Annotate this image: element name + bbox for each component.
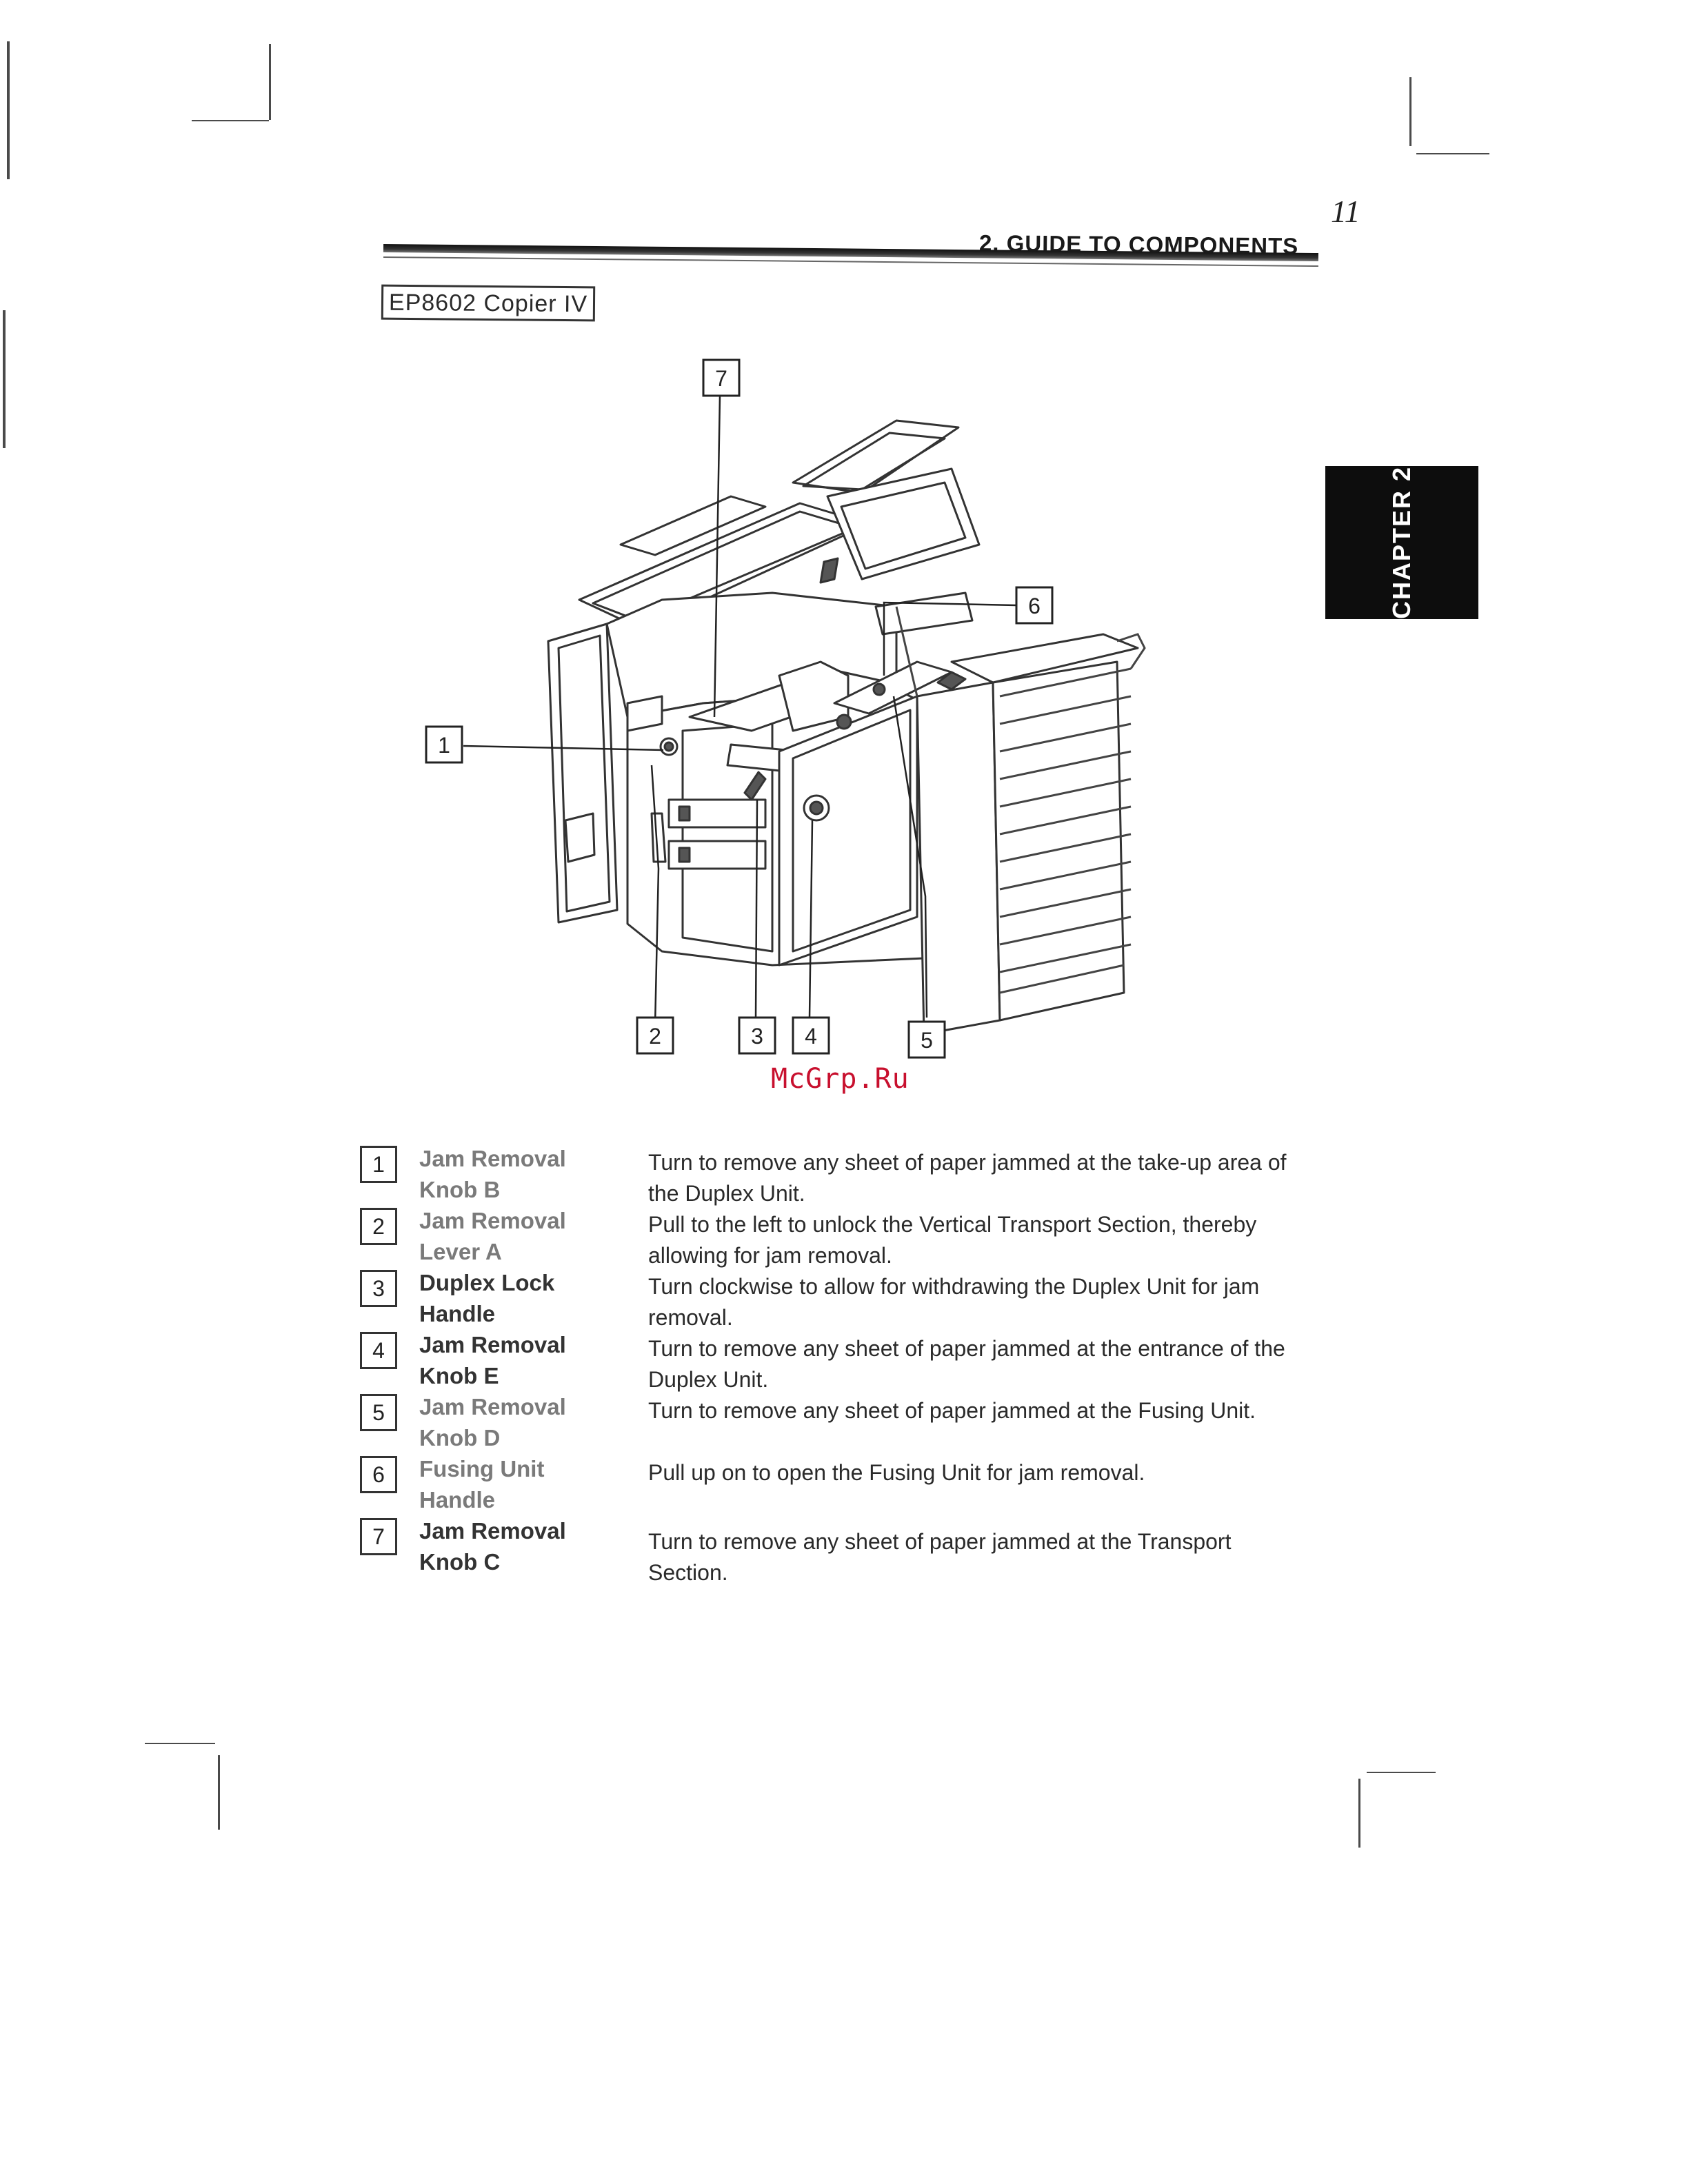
crop-mark [1367, 1772, 1436, 1773]
callout-2: 2 [636, 1016, 674, 1055]
legend-item: 3 Duplex Lock Handle Turn clockwise to a… [345, 1266, 1310, 1330]
legend-item-number: 7 [360, 1518, 397, 1555]
callout-3: 3 [738, 1016, 776, 1055]
callout-2-num: 2 [649, 1024, 661, 1049]
callout-6-num: 6 [1028, 594, 1041, 618]
legend-item: 4 Jam Removal Knob E Turn to remove any … [345, 1328, 1310, 1392]
callout-1-num: 1 [438, 733, 450, 758]
legend-item-name: Jam Removal Knob C [419, 1518, 566, 1575]
legend-item: 1 Jam Removal Knob B Turn to remove any … [345, 1142, 1310, 1206]
chapter-tab: CHAPTER 2 [1325, 466, 1478, 619]
crop-mark [1416, 153, 1489, 154]
crop-mark [7, 41, 10, 179]
crop-mark [269, 44, 271, 120]
page-number: 11 [1331, 194, 1360, 229]
legend-item-name: Jam Removal Knob B [419, 1146, 566, 1202]
watermark: McGrp.Ru [771, 1063, 910, 1095]
legend-item-number: 1 [360, 1146, 397, 1183]
legend-item-description: Turn clockwise to allow for withdrawing … [648, 1274, 1260, 1330]
legend-item-number: 6 [360, 1456, 397, 1493]
legend-item-name: Duplex Lock Handle [419, 1270, 555, 1326]
legend-item-number: 3 [360, 1270, 397, 1307]
legend-item-description: Turn to remove any sheet of paper jammed… [648, 1529, 1232, 1585]
legend-item-name: Fusing Unit Handle [419, 1456, 545, 1513]
callout-3-num: 3 [751, 1024, 763, 1049]
legend-item: 7 Jam Removal Knob C Turn to remove any … [345, 1514, 1310, 1585]
legend-item-name: Jam Removal Knob E [419, 1332, 566, 1388]
callout-5: 5 [907, 1020, 946, 1059]
legend-item-description: Pull to the left to unlock the Vertical … [648, 1212, 1257, 1268]
legend-item-number: 4 [360, 1332, 397, 1369]
callout-1: 1 [425, 725, 463, 764]
callout-5-num: 5 [921, 1028, 933, 1053]
crop-mark [192, 120, 269, 121]
callout-6: 6 [1015, 586, 1054, 625]
legend-item: 2 Jam Removal Lever A Pull to the left t… [345, 1204, 1310, 1268]
legend-item-description: Turn to remove any sheet of paper jammed… [648, 1336, 1285, 1392]
callout-4-num: 4 [805, 1024, 817, 1049]
legend-item-name: Jam Removal Lever A [419, 1208, 566, 1264]
copier-diagram: 1 2 3 4 5 6 7 [425, 358, 1146, 1059]
legend-item-number: 2 [360, 1208, 397, 1245]
legend-item: 5 Jam Removal Knob D Turn to remove any … [345, 1390, 1310, 1452]
legend-item-number: 5 [360, 1394, 397, 1431]
legend-item-name: Jam Removal Knob D [419, 1394, 566, 1450]
crop-mark [3, 310, 6, 448]
crop-mark [1409, 77, 1411, 146]
crop-mark [218, 1755, 220, 1830]
callout-4: 4 [792, 1016, 830, 1055]
callout-7-num: 7 [715, 366, 727, 391]
legend-item: 6 Fusing Unit Handle Pull up on to open … [345, 1452, 1310, 1514]
legend-item-description: Turn to remove any sheet of paper jammed… [648, 1150, 1287, 1206]
crop-mark [145, 1743, 215, 1744]
legend-item-description: Turn to remove any sheet of paper jammed… [648, 1398, 1256, 1423]
crop-mark [1358, 1779, 1360, 1848]
callout-7: 7 [702, 358, 741, 397]
legend-item-description: Pull up on to open the Fusing Unit for j… [648, 1460, 1145, 1485]
